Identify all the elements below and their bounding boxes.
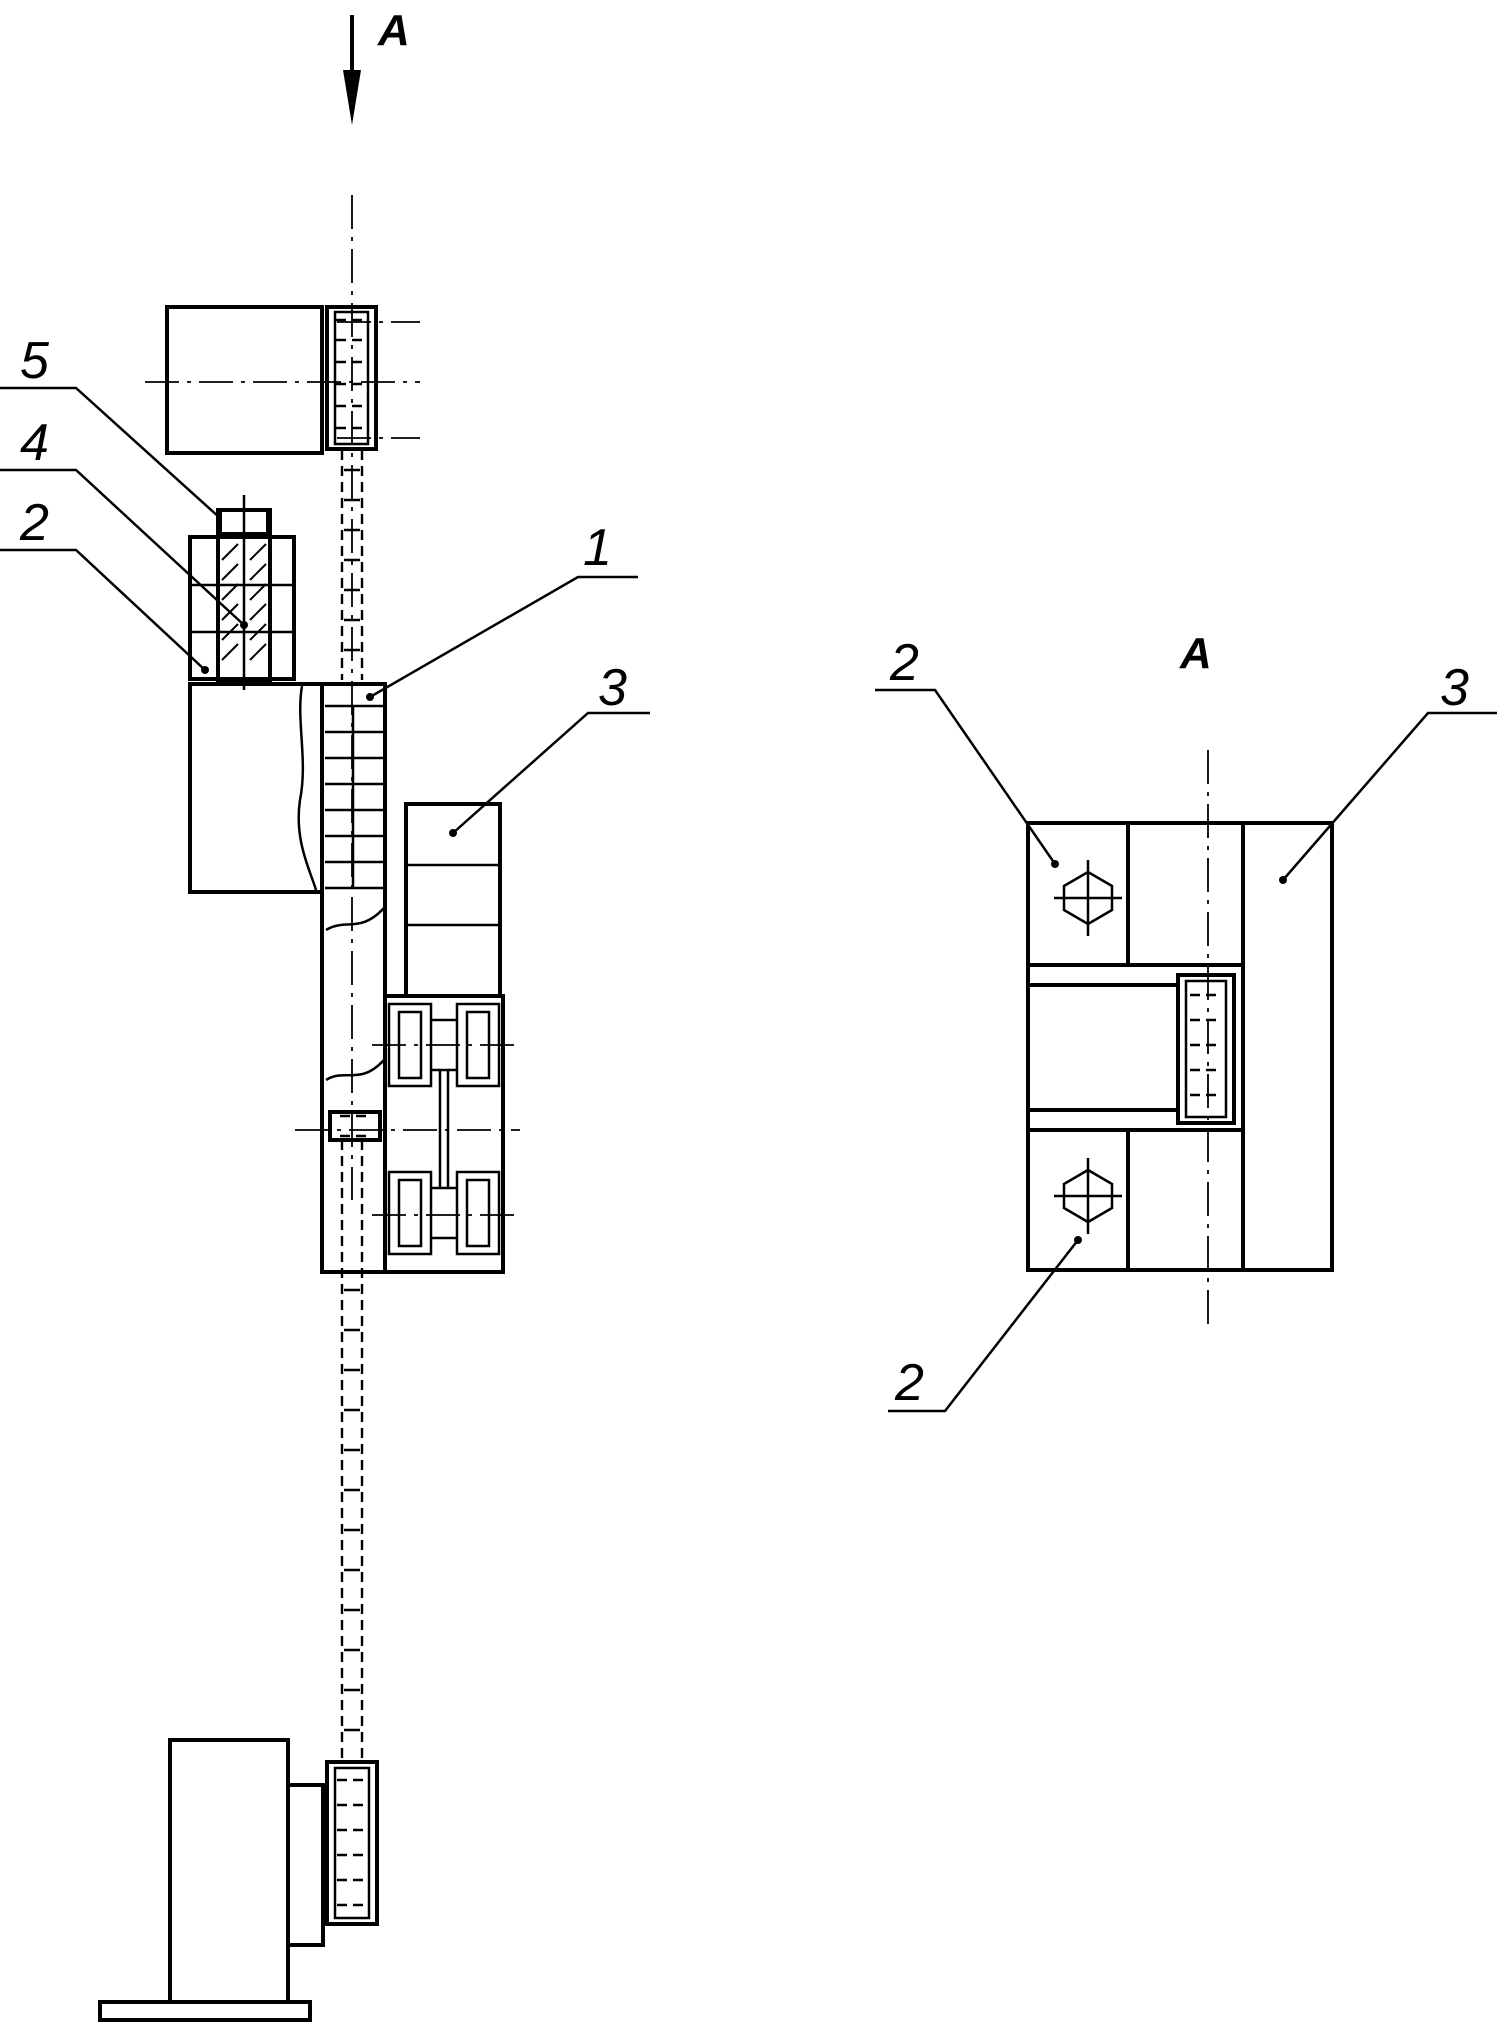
lower-sprocket bbox=[325, 1760, 379, 1926]
callout-label-5: 5 bbox=[20, 332, 50, 390]
callout-label-2-main: 2 bbox=[19, 494, 49, 552]
callout-label-1: 1 bbox=[583, 519, 612, 577]
view-title: A bbox=[1179, 629, 1212, 678]
chain-upper-span bbox=[340, 450, 364, 680]
view-a-top-bolt-block bbox=[1051, 860, 1122, 936]
callout-4: 4 bbox=[0, 414, 245, 626]
view-direction-arrow: A bbox=[343, 6, 410, 125]
tensioner-screw bbox=[216, 495, 272, 690]
bottom-drive-motor bbox=[98, 1738, 325, 2022]
callout-label-2-view-top: 2 bbox=[889, 634, 919, 692]
roller-assembly bbox=[295, 994, 520, 1274]
callout-5: 5 bbox=[0, 332, 221, 519]
callout-2-view-top: 2 bbox=[875, 634, 1057, 865]
chain-lower-span bbox=[340, 1140, 364, 1760]
callout-2-view-bottom: 2 bbox=[888, 1239, 1079, 1413]
carriage-sprocket bbox=[328, 1110, 382, 1142]
callout-label-3-main: 3 bbox=[598, 659, 627, 717]
callout-2-main: 2 bbox=[0, 494, 206, 671]
upper-sprocket bbox=[325, 305, 420, 451]
callout-1: 1 bbox=[369, 519, 638, 699]
callout-label-3-view: 3 bbox=[1440, 659, 1469, 717]
callout-3-main: 3 bbox=[452, 659, 650, 834]
top-drive-motor bbox=[145, 305, 420, 455]
carriage-body bbox=[320, 682, 387, 1274]
tensioner-base-block bbox=[188, 682, 324, 894]
view-a-bottom-bolt-block bbox=[1054, 1158, 1122, 1244]
tensioner-housing bbox=[188, 535, 296, 681]
callout-label-4: 4 bbox=[20, 414, 49, 472]
callout-label-2-view-bottom: 2 bbox=[894, 1354, 924, 1412]
callout-3-view: 3 bbox=[1282, 659, 1497, 881]
view-a-motor-window bbox=[1026, 973, 1236, 1125]
view-arrow-label: A bbox=[377, 6, 410, 55]
